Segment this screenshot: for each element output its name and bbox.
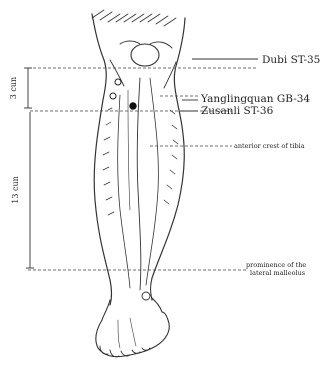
yanglingquan-point [110, 93, 116, 99]
lower-measure-label: 13 cun [11, 176, 20, 204]
dubi-label: Dubi ST-35 [262, 54, 320, 66]
dubi-point [115, 79, 121, 85]
zusanli-label: Zusanli ST-36 [201, 105, 274, 117]
upper-measure-label: 3 cun [9, 77, 18, 99]
measurement-brackets [24, 68, 34, 268]
leg-illustration [92, 10, 185, 357]
malleolus-label-line1: prominence of the [246, 261, 306, 269]
malleolus-label-line2: lateral malleolus [250, 269, 305, 277]
zusanli-point [130, 103, 136, 109]
yanglingquan-label: Yanglingquan GB-34 [200, 93, 310, 105]
tibia-crest-label: anterior crest of tibia [234, 142, 305, 150]
